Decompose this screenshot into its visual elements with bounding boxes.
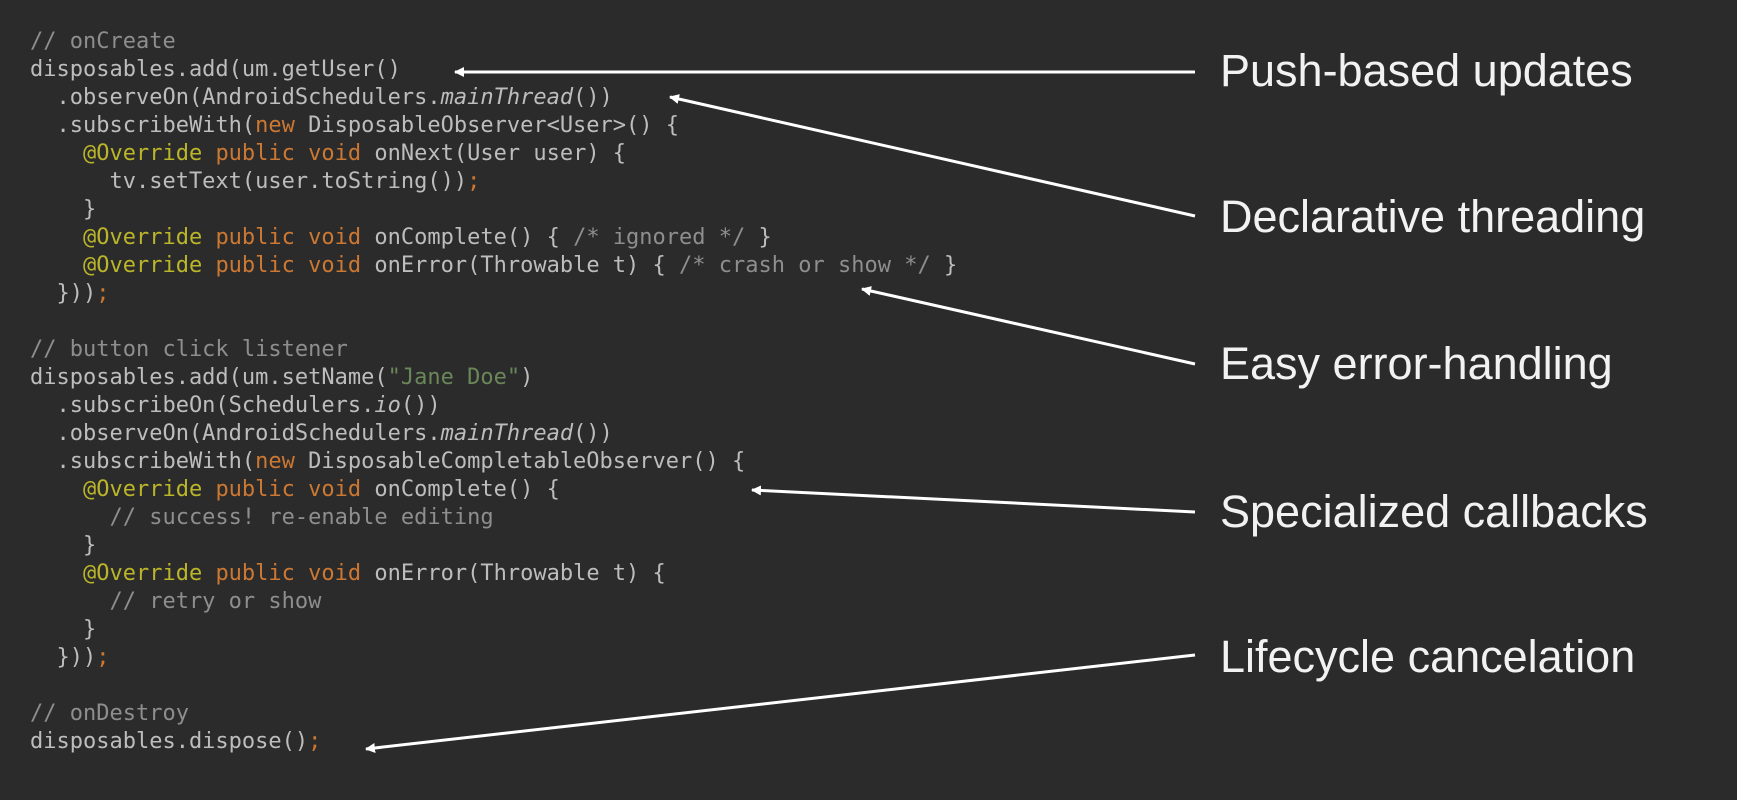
code-line: @Override public void onComplete() { [30,476,957,504]
code-token: @Override [82,253,216,278]
code-token: new [255,449,309,474]
code-line: .subscribeWith(new DisposableCompletable… [30,448,957,476]
code-token: })) [30,645,97,670]
code-token: // retry or show [30,589,322,614]
code-token: .subscribeOn(Schedulers. [30,393,375,418]
code-token: ; [96,645,110,670]
code-token: .subscribeWith( [30,113,256,138]
code-token: onComplete() { [374,477,560,502]
code-token: ; [308,729,322,754]
code-token: .observeOn(AndroidSchedulers. [30,421,441,446]
code-token: @Override [82,141,216,166]
label-easy-error-handling: Easy error-handling [1220,338,1613,389]
code-line: .subscribeOn(Schedulers.io()) [30,392,957,420]
code-token: tv.setText(user.toString()) [30,169,468,194]
code-token: @Override [82,477,216,502]
code-token: @Override [82,225,216,250]
arrow-lifecycle [365,653,1196,753]
code-line: @Override public void onError(Throwable … [30,560,957,588]
code-token: ()) [400,393,441,418]
code-token: /* crash or show */ [679,253,931,278]
code-line: // retry or show [30,588,957,616]
code-token: ()) [573,85,613,110]
code-token: new [255,113,309,138]
code-line: disposables.dispose(); [30,728,957,756]
code-line: .observeOn(AndroidSchedulers.mainThread(… [30,420,957,448]
code-token: public void [215,253,375,278]
code-token: DisposableObserver<User>() { [308,113,680,138]
code-token: // success! re-enable editing [30,505,494,530]
code-line: })); [30,280,957,308]
code-token: // onDestroy [30,701,189,726]
code-token: ) [520,365,534,390]
code-token: onNext(User user) { [374,141,627,166]
code-line: .observeOn(AndroidSchedulers.mainThread(… [30,84,957,112]
code-token: } [930,253,958,278]
code-token: disposables.add(um.setName( [30,365,388,390]
label-declarative-threading: Declarative threading [1220,191,1646,242]
code-line: @Override public void onError(Throwable … [30,252,957,280]
code-token: } [30,617,97,642]
code-line: } [30,532,957,560]
code-line: // onCreate [30,28,957,56]
code-token: } [30,197,97,222]
code-line: } [30,196,957,224]
code-token: public void [215,561,375,586]
code-token: public void [215,141,375,166]
code-line: @Override public void onNext(User user) … [30,140,957,168]
arrow-threading [669,94,1196,218]
code-line: @Override public void onComplete() { /* … [30,224,957,252]
code-token: onError(Throwable t) { [374,561,666,586]
code-line: })); [30,644,957,672]
label-push-based-updates: Push-based updates [1220,45,1633,96]
code-token: // button click listener [30,337,348,362]
code-line: disposables.add(um.getUser() [30,56,957,84]
code-token: // onCreate [30,29,176,54]
code-token: ; [96,281,110,306]
code-token: onComplete() { [374,225,574,250]
code-token: })) [30,281,97,306]
code-line: } [30,616,957,644]
code-token: onError(Throwable t) { [374,253,680,278]
code-token: disposables.add(um.getUser() [30,57,401,82]
code-line: .subscribeWith(new DisposableObserver<Us… [30,112,957,140]
code-token: public void [215,225,375,250]
arrow-callbacks [751,485,1196,514]
code-line: tv.setText(user.toString()); [30,168,957,196]
code-token: public void [215,477,375,502]
code-token: io [374,393,401,418]
label-specialized-callbacks: Specialized callbacks [1220,486,1648,537]
code-token: /* ignored */ [573,225,746,250]
code-line: // button click listener [30,336,957,364]
code-token: } [745,225,772,250]
code-token: @Override [82,561,216,586]
code-token: ; [467,169,481,194]
code-line: disposables.add(um.setName("Jane Doe") [30,364,957,392]
code-token: mainThread [440,85,574,110]
code-line: // success! re-enable editing [30,504,957,532]
code-token: } [30,533,97,558]
code-token: .observeOn(AndroidSchedulers. [30,85,441,110]
code-token: ()) [573,421,613,446]
code-token: DisposableCompletableObserver() { [308,449,746,474]
code-token: mainThread [440,421,574,446]
label-lifecycle-cancelation: Lifecycle cancelation [1220,631,1636,682]
code-token: disposables.dispose() [30,729,309,754]
arrow-error [861,286,1196,366]
code-token: .subscribeWith( [30,449,256,474]
code-token: "Jane Doe" [387,365,521,390]
code-line: // onDestroy [30,700,957,728]
